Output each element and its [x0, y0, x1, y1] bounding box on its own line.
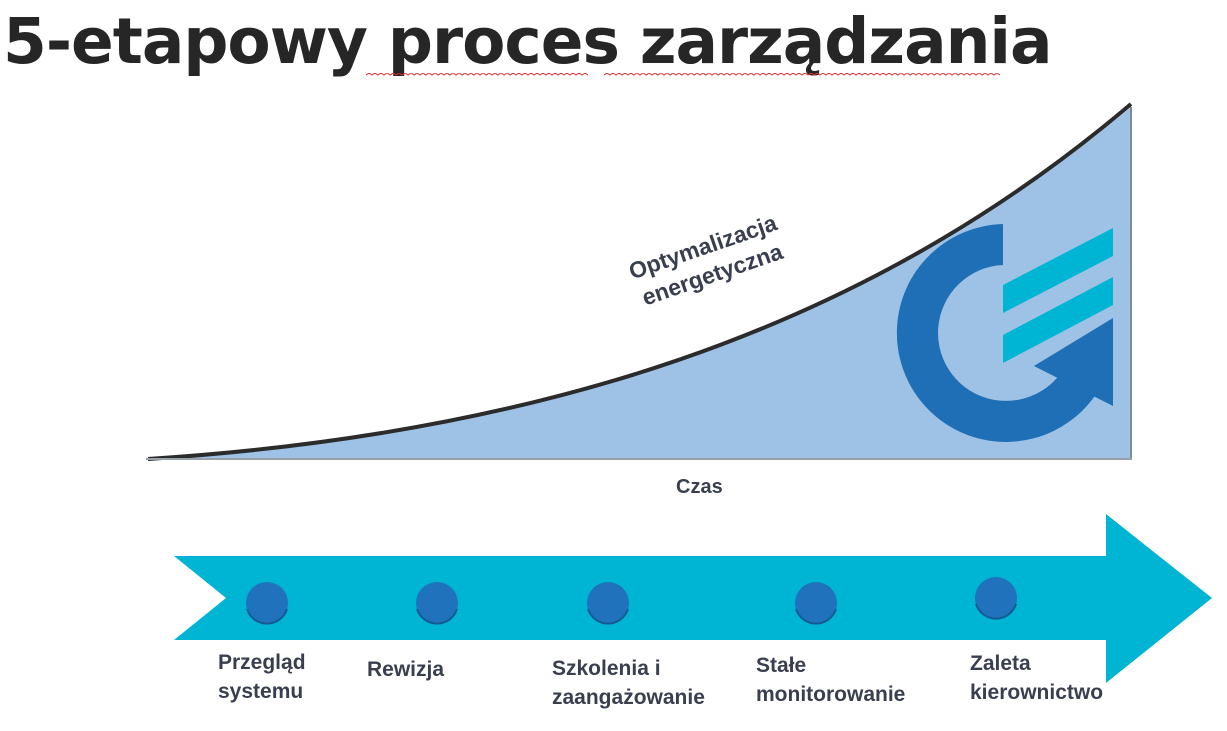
- growth-curve: [147, 102, 1133, 461]
- step-label-5: Zaleta kierownictwo: [970, 649, 1103, 707]
- step-dot-shadow: [416, 608, 458, 625]
- step-label-line1: Szkolenia i: [552, 657, 661, 680]
- step-label-1: Przegląd systemu: [218, 648, 306, 706]
- step-label-4: Stałe monitorowanie: [756, 651, 905, 709]
- step-dot-3: [587, 582, 629, 624]
- step-label-3: Szkolenia i zaangażowanie: [552, 654, 705, 712]
- step-label-line2: zaangażowanie: [552, 686, 705, 709]
- step-label-line1: Rewizja: [367, 658, 445, 681]
- step-label-line1: Przegląd: [218, 651, 306, 674]
- logo-arrowhead: [1034, 318, 1113, 406]
- step-dot-1: [246, 582, 288, 624]
- growth-area: [148, 107, 1131, 459]
- step-label-2: Rewizja: [367, 655, 444, 684]
- step-label-line2: kierownictwo: [970, 681, 1104, 704]
- step-dot-shadow: [975, 603, 1017, 620]
- step-dot-5: [975, 577, 1017, 619]
- step-dot-4: [795, 582, 837, 624]
- logo-stripe-2: [1003, 277, 1113, 363]
- page-title: 5-etapowy proces zarządzania: [3, 5, 1053, 78]
- step-label-line1: Zaleta: [970, 652, 1031, 675]
- x-axis-label: Czas: [676, 476, 723, 498]
- step-label-line1: Stałe: [756, 654, 807, 677]
- step-dot-shadow: [246, 608, 288, 625]
- step-label-line2: systemu: [218, 680, 304, 703]
- company-logo: [896, 224, 1113, 442]
- timeline-arrow: [174, 514, 1212, 683]
- step-dot-2: [416, 582, 458, 624]
- timeline-dots: [246, 577, 1017, 625]
- step-dot-shadow: [795, 608, 837, 625]
- logo-ring: [896, 224, 1113, 442]
- step-label-line2: monitorowanie: [756, 683, 906, 706]
- spellcheck-underline: [604, 73, 1000, 76]
- step-dot-shadow: [587, 608, 629, 625]
- logo-stripe-1: [1003, 228, 1113, 313]
- spellcheck-underline: [366, 73, 588, 76]
